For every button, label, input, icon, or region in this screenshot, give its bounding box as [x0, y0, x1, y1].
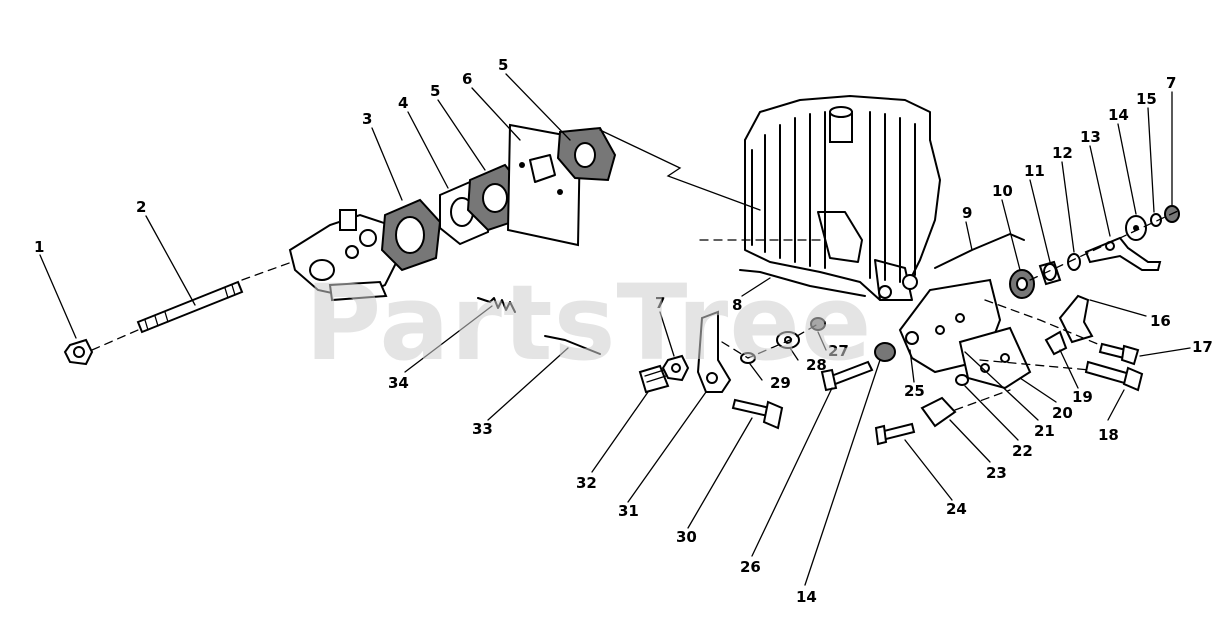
- callout-17: 17: [1192, 338, 1213, 356]
- callout-2: 2: [136, 198, 146, 216]
- assembly-lines: [91, 129, 1181, 411]
- plate-20: [958, 326, 1032, 390]
- callout-31: 31: [618, 502, 639, 520]
- callout-16: 16: [1150, 312, 1171, 330]
- carburetor: [288, 209, 402, 302]
- callout-21: 21: [1034, 422, 1055, 440]
- callout-5a: 5: [430, 82, 440, 100]
- watermark: PartsTree: [305, 262, 873, 384]
- callout-33: 33: [472, 420, 493, 438]
- spring-34: [477, 297, 516, 313]
- callout-13: 13: [1080, 128, 1101, 146]
- nut-1: [63, 338, 94, 366]
- callout-3: 3: [362, 110, 372, 128]
- callout-20: 20: [1052, 404, 1073, 422]
- callout-14b: 14: [796, 588, 817, 606]
- callout-9: 9: [962, 204, 972, 222]
- spacer-11: [1038, 260, 1062, 286]
- callout-11: 11: [1024, 162, 1045, 180]
- callout-22: 22: [1012, 442, 1033, 460]
- callout-10: 10: [992, 182, 1013, 200]
- bolt-18: [1084, 360, 1144, 392]
- callout-15: 15: [1136, 90, 1157, 108]
- insulator-gasket-3: [380, 198, 442, 272]
- callout-7a: 7: [655, 294, 665, 312]
- callout-4: 4: [398, 94, 408, 112]
- engine-block: [744, 95, 941, 301]
- callout-14a: 14: [1108, 106, 1129, 124]
- bolt-26: [820, 360, 874, 392]
- stud-2: [136, 280, 244, 334]
- lever-13: [1084, 236, 1162, 271]
- callout-18: 18: [1098, 426, 1119, 444]
- callout-32: 32: [576, 474, 597, 492]
- callout-19: 19: [1072, 388, 1093, 406]
- washer-14b: [874, 342, 896, 362]
- bolt-30: [731, 398, 784, 430]
- callout-12: 12: [1052, 144, 1073, 162]
- washer-15: [1150, 213, 1162, 227]
- bracket-16: [1058, 294, 1094, 344]
- washer-28: [776, 331, 800, 349]
- callout-25: 25: [904, 382, 925, 400]
- leader-lines: [39, 73, 1191, 586]
- callout-labels: 1 2 3 4 5 6 5 7 8 9 10 11 12 13 14 15 7 …: [34, 56, 1213, 606]
- callout-26: 26: [740, 558, 761, 576]
- clip-19: [1044, 330, 1068, 356]
- screw-32: [638, 364, 670, 394]
- callout-6: 6: [462, 70, 472, 88]
- pin-22: [955, 374, 969, 386]
- callout-7b: 7: [1166, 74, 1176, 92]
- governor-lever-31: [696, 310, 732, 393]
- bolt-17: [1098, 342, 1140, 366]
- bushing-10: [1009, 269, 1035, 299]
- nut-27: [810, 317, 826, 331]
- callout-24: 24: [946, 500, 967, 518]
- callout-30: 30: [676, 528, 697, 546]
- link-33: [544, 335, 601, 355]
- callout-1: 1: [34, 238, 44, 256]
- callout-28: 28: [806, 356, 827, 374]
- callout-27: 27: [828, 342, 849, 360]
- block-23: [920, 396, 957, 428]
- callout-5b: 5: [498, 56, 508, 74]
- nut-7c: [661, 354, 690, 382]
- callout-29: 29: [770, 374, 791, 392]
- washer-14a: [1125, 215, 1147, 241]
- callout-23: 23: [986, 464, 1007, 482]
- gasket-5b: [556, 126, 617, 182]
- callout-34: 34: [388, 374, 409, 392]
- linkage-8: [739, 269, 866, 297]
- rod-9: [934, 233, 1025, 269]
- bolt-24: [874, 422, 916, 446]
- callout-8: 8: [732, 296, 742, 314]
